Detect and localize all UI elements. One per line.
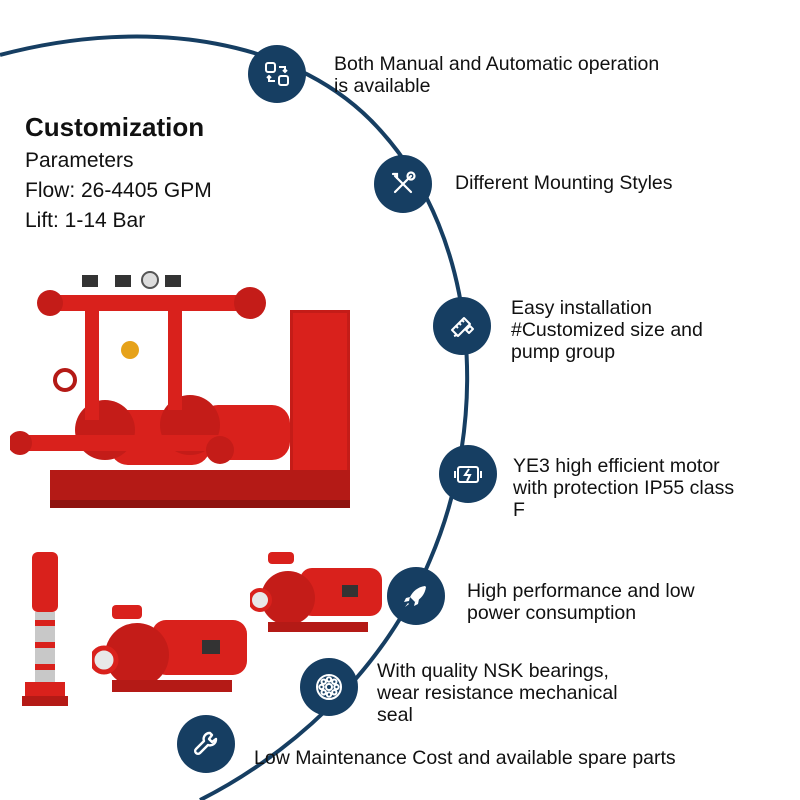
flow-spec: Flow: 26-4405 GPM — [25, 179, 212, 202]
vertical-multistage-pump-image — [22, 552, 68, 706]
feature-text-mounting: Different Mounting Styles — [455, 172, 673, 194]
rocket-icon — [387, 567, 445, 625]
bearing-icon — [300, 658, 358, 716]
fire-pump-skid-image — [10, 271, 350, 508]
parameters-label: Parameters — [25, 149, 134, 172]
motor-icon — [439, 445, 497, 503]
customization-title: Customization — [25, 112, 205, 142]
small-end-suction-pump-image — [250, 552, 382, 632]
edit-ruler-icon — [433, 297, 491, 355]
feature-text-maintenance: Low Maintenance Cost and available spare… — [254, 747, 676, 769]
end-suction-pump-image — [92, 605, 247, 692]
wrench-icon — [177, 715, 235, 773]
switch-mode-icon — [248, 45, 306, 103]
tools-icon — [374, 155, 432, 213]
feature-text-bearings: With quality NSK bearings,wear resistanc… — [377, 660, 618, 726]
lift-spec: Lift: 1-14 Bar — [25, 209, 146, 232]
